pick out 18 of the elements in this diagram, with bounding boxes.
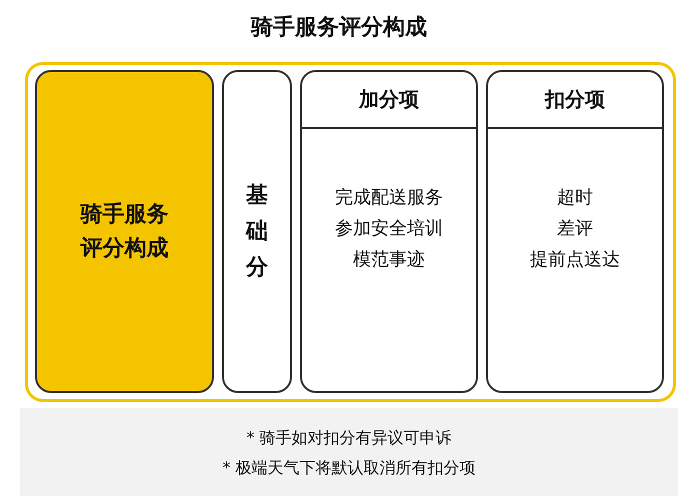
highlight-box [35,70,214,393]
card-heading: 扣分项 [545,86,605,113]
score-box [222,70,292,393]
outer-frame [25,62,676,402]
footnote: * 极端天气下将默认取消所有扣分项 [222,458,476,479]
score-card [486,70,664,393]
list-item: 完成配送服务 [335,186,443,210]
list-item: 超时 [557,186,593,210]
footnote: * 骑手如对扣分有异议可申诉 [246,428,452,449]
score-card [300,70,478,393]
list-item: 参加安全培训 [335,217,443,241]
list-item: 模范事迹 [353,248,425,272]
card-heading: 加分项 [359,86,419,113]
list-item: 差评 [557,217,593,241]
list-item: 提前点送达 [530,248,620,272]
node-label: 骑手服务评分构成 [79,200,170,262]
node-label: 基础分 [245,182,269,282]
diagram-title: 骑手服务评分构成 [250,14,428,42]
